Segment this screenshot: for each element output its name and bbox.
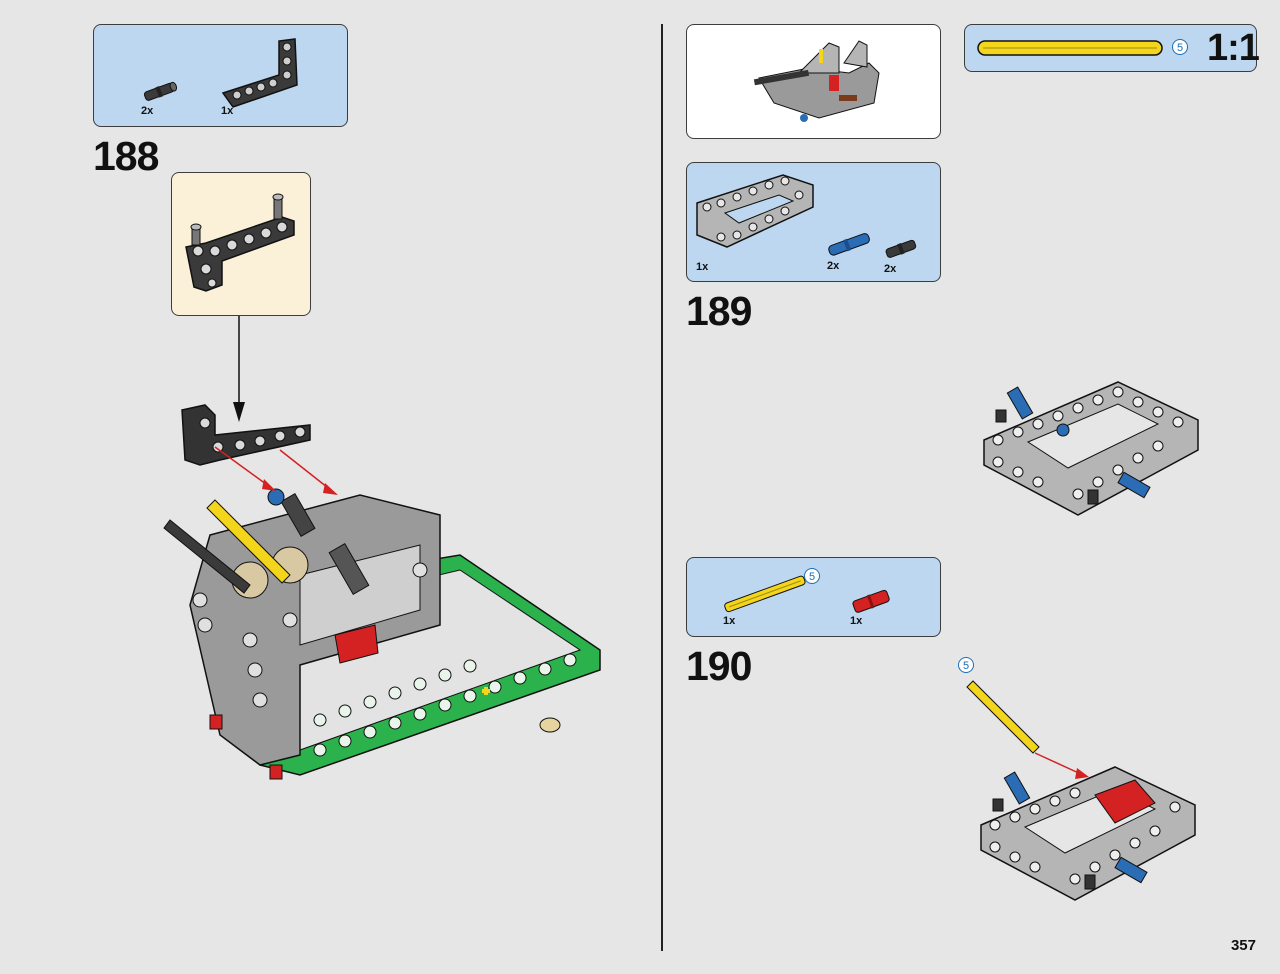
step-189-parts-box: 1x 2x 2x bbox=[686, 162, 941, 282]
down-arrow-icon bbox=[233, 316, 245, 422]
step-number: 190 bbox=[686, 643, 752, 689]
page-divider bbox=[661, 24, 663, 951]
l-beam-black-icon bbox=[221, 38, 298, 108]
axle-length-indicator: 5 bbox=[804, 568, 820, 584]
frame-grey-icon bbox=[696, 174, 814, 248]
frame-with-axle-illustration bbox=[966, 680, 1196, 901]
scale-guide-box: 5 1:1 bbox=[964, 24, 1260, 72]
page-number: 357 bbox=[1230, 937, 1256, 954]
scale-axle-icon bbox=[977, 40, 1163, 56]
scale-label: 1:1 bbox=[1207, 27, 1260, 69]
step-number: 188 bbox=[93, 133, 159, 179]
pin-blue-icon bbox=[828, 233, 870, 256]
part-qty: 1x bbox=[221, 105, 234, 117]
frame-with-pins-illustration bbox=[983, 381, 1199, 516]
assembly-preview-box bbox=[686, 24, 941, 139]
step-190-parts-box: 5 1x 1x bbox=[686, 557, 941, 637]
part-qty: 1x bbox=[850, 615, 863, 627]
friction-pin-black-icon bbox=[885, 239, 917, 258]
part-qty: 2x bbox=[827, 260, 840, 272]
preview-assembly-illustration bbox=[753, 40, 880, 122]
axle-length-indicator: 5 bbox=[1172, 39, 1188, 55]
axle-yellow-icon bbox=[724, 575, 806, 613]
friction-pin-black-icon bbox=[143, 81, 178, 101]
axle-length-indicator: 5 bbox=[958, 657, 974, 673]
main-assembly-illustration bbox=[163, 404, 601, 780]
subassembly-beam-icon bbox=[185, 193, 295, 292]
part-qty: 1x bbox=[696, 261, 709, 273]
subassembly-callout bbox=[171, 172, 311, 316]
part-qty: 1x bbox=[723, 615, 736, 627]
axle-pin-red-icon bbox=[852, 589, 890, 613]
part-qty: 2x bbox=[141, 105, 154, 117]
step-188-parts-box: 2x 1x bbox=[93, 24, 348, 127]
step-number: 189 bbox=[686, 288, 752, 334]
part-qty: 2x bbox=[884, 263, 897, 275]
